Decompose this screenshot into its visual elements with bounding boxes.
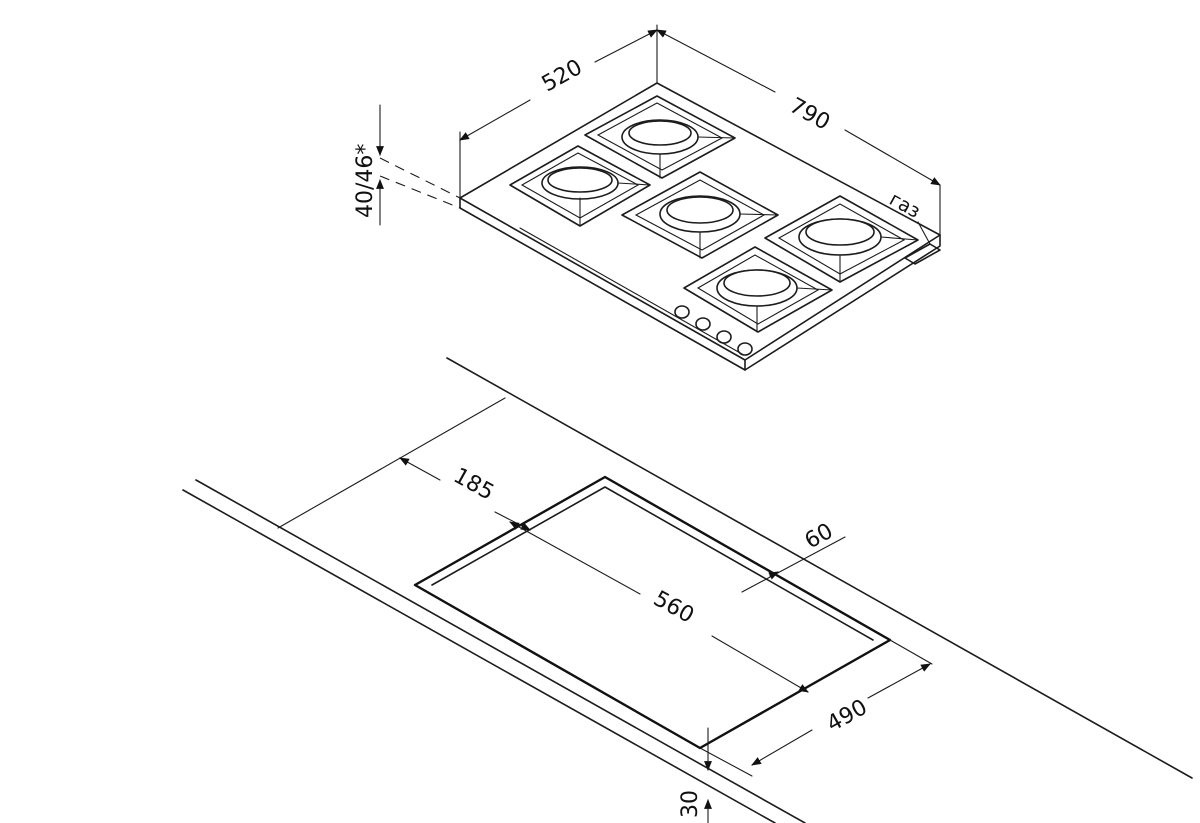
cutout-inner-edge: [431, 486, 874, 641]
gas-connector: [904, 243, 941, 265]
hob-panel-line: [519, 227, 743, 355]
worktop-back-edge: [446, 357, 1193, 779]
dim-cutout-depth: 490: [699, 639, 933, 777]
knob-3: [716, 330, 732, 344]
dim-cutout-depth-label: 490: [823, 695, 872, 737]
dim-back-margin-label: 185: [449, 463, 498, 505]
worktop: [182, 357, 1193, 823]
dim-hob-width-label: 790: [785, 93, 834, 135]
hob-illustration: [459, 82, 941, 371]
dim-worktop-thickness-label: 30: [678, 790, 703, 818]
gas-label: газ: [886, 188, 924, 223]
dim-worktop-thickness: 30: [678, 727, 712, 823]
dim-hob-depth-label: 520: [538, 55, 587, 97]
burner-front: [683, 246, 833, 333]
gas-inlet-callout: газ: [886, 188, 931, 245]
knob-1: [674, 305, 690, 319]
dim-front-margin: 60: [741, 519, 846, 593]
dim-hob-height-label: 40/46*: [353, 144, 378, 218]
hob-right-edge: [744, 234, 941, 371]
burner-center: [621, 171, 779, 259]
cutout-outline: [413, 475, 892, 750]
cutout-opening: [413, 475, 892, 750]
burner-back-left: [509, 145, 651, 227]
knob-2: [695, 317, 711, 331]
dim-hob-height: 40/46*: [353, 104, 461, 226]
worktop-front-lower-edge: [195, 479, 806, 823]
burner-back-center: [584, 95, 736, 179]
worktop-front-top-edge: [182, 489, 776, 823]
dim-cutout-width-label: 560: [649, 586, 698, 628]
burner-right: [764, 195, 919, 283]
dim-back-margin: 185: [277, 397, 531, 531]
dim-cutout-width: 560: [509, 521, 809, 693]
control-knobs: [674, 305, 753, 356]
knob-4: [737, 342, 753, 356]
dim-front-margin-label: 60: [801, 519, 838, 554]
hob-front-edge: [459, 197, 746, 371]
